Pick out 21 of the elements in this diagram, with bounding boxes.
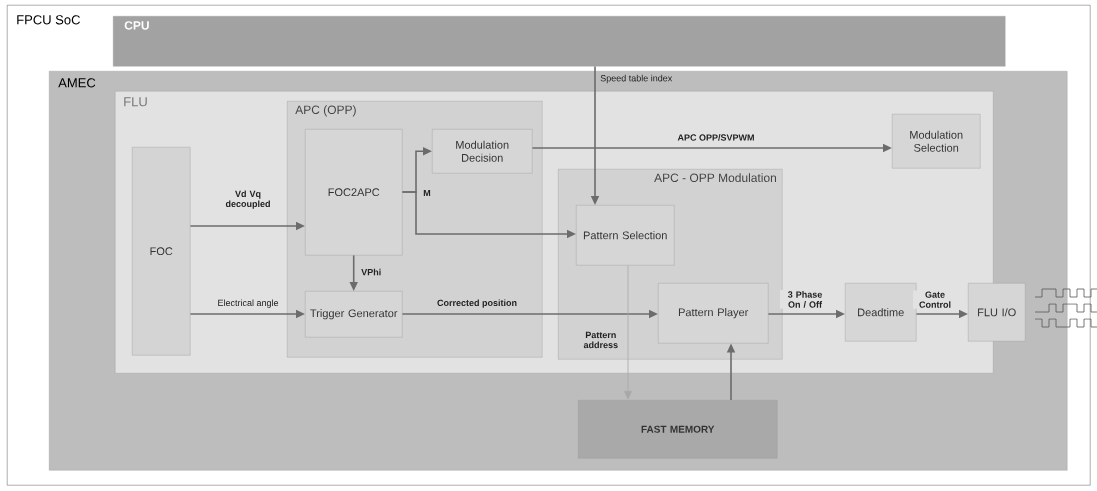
edge-label: M	[422, 188, 432, 198]
edge-label: Vd Vq decoupled	[222, 189, 274, 210]
process-box: Pattern Player	[658, 283, 769, 344]
edge-label: Gate Control	[913, 290, 957, 309]
process-box: FOC2APC	[305, 129, 403, 256]
process-box: Trigger Generator	[305, 291, 403, 338]
process-box: FAST MEMORY	[578, 400, 778, 459]
arrow	[624, 265, 632, 400]
process-box: Modulation Decision	[432, 129, 533, 174]
process-box: Deadtime	[845, 283, 917, 342]
process-box: FLU I/O	[968, 283, 1026, 342]
process-box: FOC	[132, 147, 191, 356]
cpu-bar: CPU	[113, 16, 1006, 67]
process-box: Pattern Selection	[576, 205, 675, 266]
edge-label: Speed table index	[599, 73, 674, 85]
edge-label: 3 Phase On / Off	[780, 290, 830, 309]
edge-label: APC OPP/SVPWM	[676, 133, 756, 142]
edge-label: Corrected position	[436, 298, 518, 309]
process-box: Modulation Selection	[892, 114, 981, 169]
edge-label: VPhi	[360, 267, 383, 277]
edge-label: Electrical angle	[216, 298, 280, 309]
